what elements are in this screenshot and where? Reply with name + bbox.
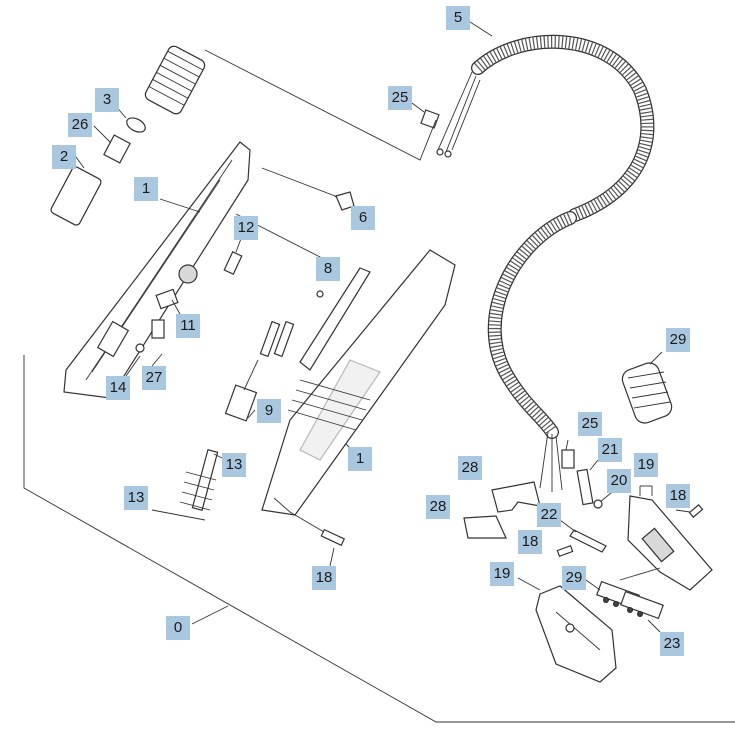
callout-28-lower[interactable]: 28 [426,495,450,519]
callout-21[interactable]: 21 [598,438,622,462]
callout-12[interactable]: 12 [234,216,258,240]
callout-19-right[interactable]: 19 [634,453,658,477]
leader-14 [125,355,141,377]
callout-14[interactable]: 14 [106,376,130,400]
callout-29-right[interactable]: 29 [666,328,690,352]
leader-11 [171,299,181,315]
leader-19-lower [517,577,541,591]
washer-part-20 [593,499,603,509]
connector-part-23 [596,580,664,620]
leader-13-lower [151,509,206,521]
callout-18-left[interactable]: 18 [312,566,336,590]
leader-23 [647,619,661,633]
callout-27[interactable]: 27 [142,366,166,390]
callout-2[interactable]: 2 [52,145,76,169]
callout-20[interactable]: 20 [607,469,631,493]
callout-25-top[interactable]: 25 [388,86,412,110]
assembly-bracket-line [23,355,735,723]
callout-5[interactable]: 5 [446,6,470,30]
trigger-part-8 [299,267,371,371]
leader-29-bottom-b [619,567,661,581]
pin-part-12 [223,251,243,275]
callout-22[interactable]: 22 [537,503,561,527]
callout-23[interactable]: 23 [660,632,684,656]
callout-8[interactable]: 8 [316,257,340,281]
handle-part-19-upper [627,485,713,591]
hose-part-5 [436,34,655,492]
screw-part-18-mid [556,545,574,557]
nozzle-parts [50,45,206,226]
leader-18-left-b [329,547,335,567]
callout-13-upper[interactable]: 13 [222,453,246,477]
callout-18-right[interactable]: 18 [666,484,690,508]
leader-13-upper [213,453,223,459]
connector-part-25-bottom [561,449,575,469]
leader-26 [93,125,111,143]
contact-part-9 [224,320,295,422]
leader-22 [559,519,577,533]
callout-18-mid[interactable]: 18 [518,530,542,554]
leader-0 [191,605,229,625]
callout-6[interactable]: 6 [351,206,375,230]
leader-25-bottom [565,439,569,451]
leader-5 [469,21,493,37]
callout-26[interactable]: 26 [68,113,92,137]
callout-1-right[interactable]: 1 [348,447,372,471]
callout-29-bottom[interactable]: 29 [562,566,586,590]
handle-part-19-lower [535,585,617,683]
callout-19-lower[interactable]: 19 [490,562,514,586]
leader-18-left [273,497,325,533]
leader-21 [589,459,599,471]
leader-5-bracket [204,49,437,161]
callout-3[interactable]: 3 [95,88,119,112]
spring-part-29-right [621,362,673,424]
callout-25-bottom[interactable]: 25 [578,412,602,436]
pad-part-28-lower [463,515,507,539]
leader-6 [261,167,343,204]
plate-part-22 [569,529,607,553]
screw-part-18-right [688,503,704,519]
leader-9 [247,409,256,419]
leader-27 [151,353,163,367]
pin-part-21 [576,468,594,506]
callout-11[interactable]: 11 [176,314,200,338]
leader-29-right [649,351,663,365]
callout-0[interactable]: 0 [166,616,190,640]
callout-9[interactable]: 9 [257,399,281,423]
leader-29-bottom [585,579,601,591]
screw-part-18-left [320,528,346,547]
pad-part-28-upper [491,481,541,513]
leader-1-left [159,198,201,213]
callout-13-lower[interactable]: 13 [124,486,148,510]
leader-25-top [411,102,425,113]
leader-2 [75,156,85,169]
connector-part-25-top [420,109,440,129]
screw-part-8 [316,290,324,298]
callout-28-upper[interactable]: 28 [458,456,482,480]
spring-part-13 [179,448,219,512]
callout-1-left[interactable]: 1 [134,177,158,201]
leader-18-right [675,509,691,513]
